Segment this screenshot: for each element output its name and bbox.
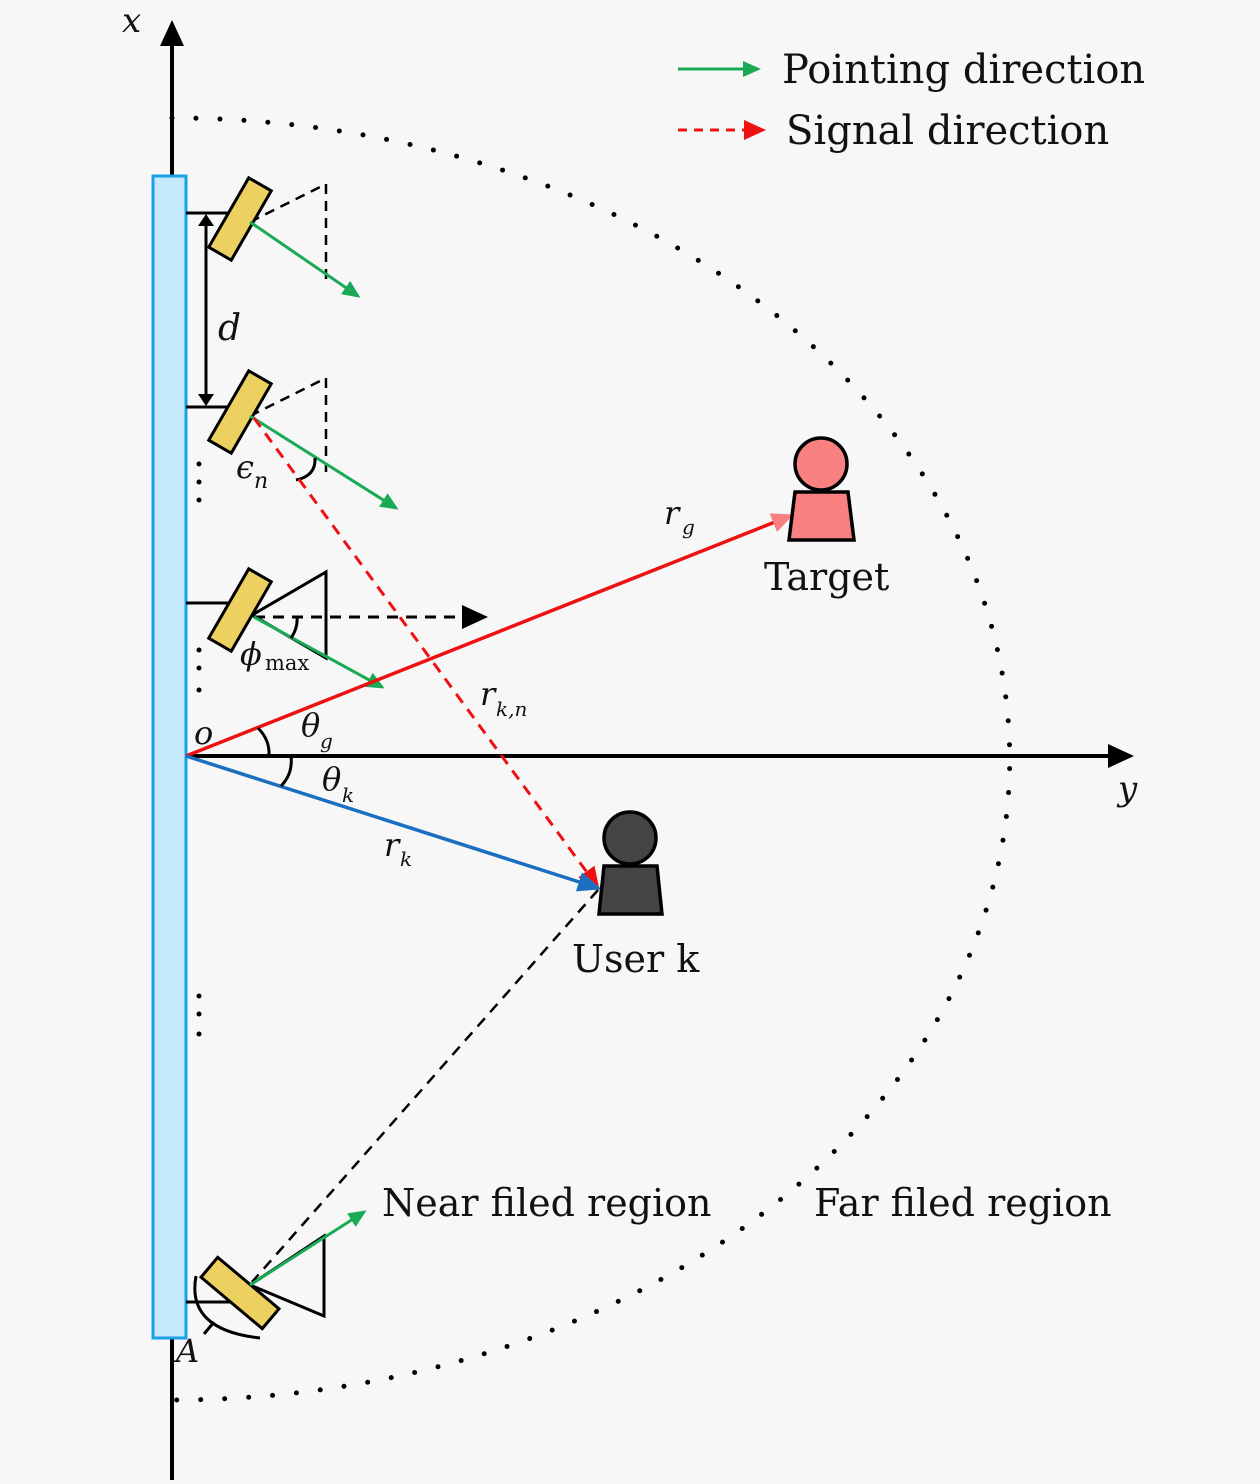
legend-pointing-label: Pointing direction [782,47,1145,93]
antenna-element-3: ϕ max [186,566,488,689]
target-figure: Target [764,436,889,599]
theta-k-sub: k [342,783,354,807]
target-body [787,490,856,542]
epsilon-sub: n [254,469,268,494]
legend: Pointing direction Signal direction [678,47,1145,154]
phi-angle-arc [289,616,299,639]
antenna-element-2: ϵ n [186,368,399,510]
antenna-array [151,174,188,1340]
user-figure: User k [572,810,700,981]
user-head [602,810,658,866]
user-ray-rk [185,754,602,892]
user-body [597,864,664,916]
far-field-label: Far filed region [814,1181,1112,1225]
array-ellipsis-upper [196,461,202,503]
theta-g-arc [256,726,271,757]
epsilon-label: ϵ [236,448,254,486]
rk-label: r [384,826,401,864]
near-field-label: Near filed region [382,1181,712,1225]
theta-g-label: θ [301,706,320,744]
rkn-label: r [480,675,497,713]
x-axis-label: x [122,1,141,41]
signal-ray-rkn [252,417,600,890]
rk-sub: k [400,847,412,871]
pointing-arrow-2 [249,414,399,510]
pointing-arrow-3 [253,615,385,689]
rg-label: r [664,494,681,532]
theta-g-sub: g [320,729,333,753]
array-ellipsis-middle [196,647,202,693]
target-ray-rg [185,513,794,758]
phi-sub: max [265,651,309,675]
theta-k-arc [279,755,293,788]
pointing-arrow-1 [249,220,361,298]
target-label: Target [764,555,889,599]
rkn-sub: k,n [496,697,527,721]
spacing-label: d [218,308,241,349]
y-axis-label: y [1116,769,1138,809]
target-head [793,436,849,492]
spacing-dimension: d [198,214,241,406]
rg-sub: g [682,515,695,539]
pointing-arrow-4 [249,1210,367,1287]
rotation-angle-arc [193,1275,261,1340]
rotation-label: A [173,1332,199,1370]
antenna-element-1 [186,175,361,298]
user-label: User k [572,937,700,981]
antenna-element-4: A [173,889,599,1370]
legend-signal-label: Signal direction [786,108,1109,154]
phi-label: ϕ [240,635,262,673]
theta-k-label: θ [322,760,341,798]
origin-label: o [194,714,213,752]
array-ellipsis-lower [196,993,202,1037]
epsilon-angle-arc [295,457,317,482]
